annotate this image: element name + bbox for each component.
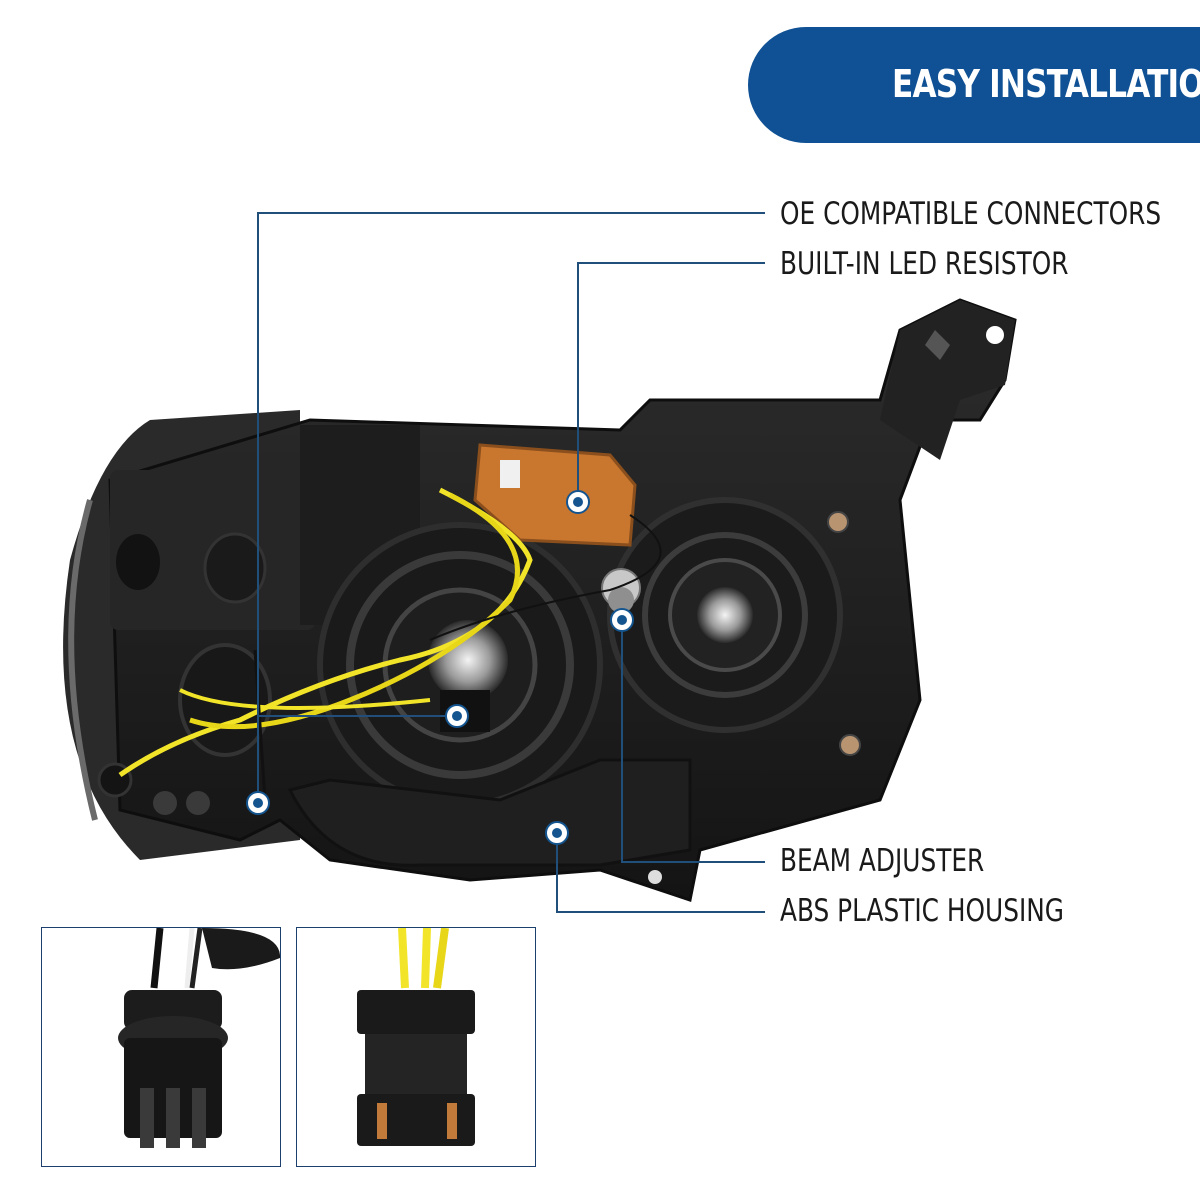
high-beam-projector	[607, 497, 843, 733]
bulb-socket-image	[118, 928, 280, 1148]
harness-connector-image	[357, 928, 475, 1146]
beam-adjuster-screw	[601, 568, 641, 613]
wiring	[118, 487, 662, 801]
callout-oe-compatible-connectors: OE COMPATIBLE CONNECTORS	[780, 196, 1162, 232]
lower-frame	[287, 758, 692, 867]
thumbnail-bulb-socket	[41, 927, 281, 1167]
leader-lines	[257, 212, 765, 913]
callout-abs-plastic-housing: ABS PLASTIC HOUSING	[780, 893, 1065, 929]
title-banner	[748, 27, 1200, 143]
mounting-bracket	[880, 300, 1015, 460]
callout-markers	[246, 490, 634, 845]
led-resistor-part	[473, 443, 637, 547]
thumbnail-harness-connector	[296, 927, 536, 1167]
callout-built-in-led-resistor: BUILT-IN LED RESISTOR	[780, 246, 1069, 282]
low-beam-projector	[317, 522, 603, 808]
callout-beam-adjuster: BEAM ADJUSTER	[780, 843, 985, 879]
